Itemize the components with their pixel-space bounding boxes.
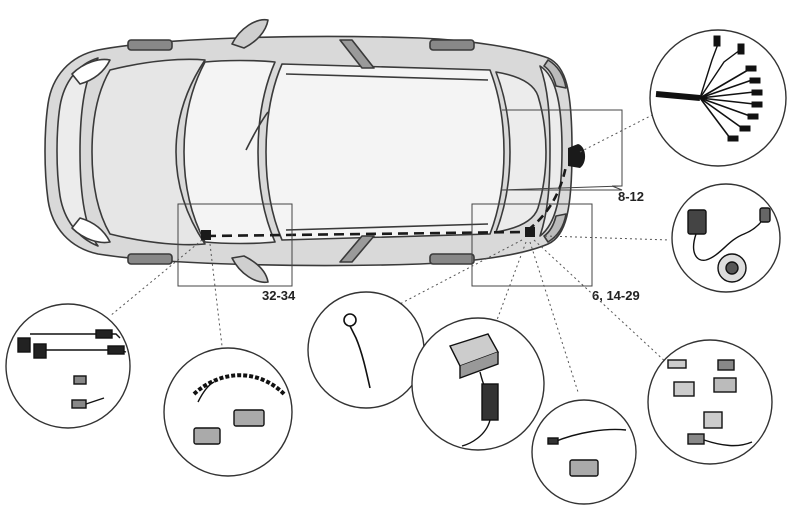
b-pillar-top (339, 39, 375, 69)
label-rear-harness: 8-12 (618, 189, 644, 204)
detail-circle-single-clip (531, 399, 637, 505)
control-module-icon (449, 333, 500, 447)
leader-relay (544, 235, 671, 241)
roof-rail-bottom (285, 223, 489, 231)
roof-rail-top (285, 73, 489, 81)
taillight-top (543, 59, 567, 89)
connector-left-block (201, 230, 211, 240)
rear-window (495, 71, 547, 233)
frame-right-side (471, 203, 593, 287)
frame-left-side (177, 203, 293, 287)
ring-terminal-wire-icon (343, 313, 371, 389)
detail-circle-control-module (411, 317, 545, 451)
detail-circle-wire-clips (163, 347, 293, 477)
frame-rear-harness (501, 109, 623, 191)
mirror-left (231, 19, 269, 49)
wiring-harness-bundle-icon (655, 35, 763, 142)
wheel-front-bottom (127, 253, 173, 265)
b-pillar-bottom (339, 235, 375, 263)
label-right-side: 6, 14-29 (592, 288, 640, 303)
harness-rear-branch (527, 165, 568, 232)
single-clip-wire-icon (547, 428, 627, 477)
callout-frames (177, 109, 623, 287)
hood (91, 58, 206, 246)
wheel-rear-top (429, 39, 475, 51)
wheel-rear-bottom (429, 253, 475, 265)
tow-socket (568, 144, 586, 168)
headlight-bottom (71, 217, 111, 244)
car-top-view (44, 19, 573, 283)
leader-ring-terminal (395, 239, 523, 307)
mirror-right (231, 255, 269, 283)
wire-clips-icon (192, 373, 286, 445)
taillight-bottom (543, 213, 567, 243)
headlight-top (71, 58, 111, 85)
relay-buzzer-icon (687, 207, 771, 283)
detail-circle-connector-set (647, 339, 773, 465)
detail-circle-relay-buzzer (671, 183, 781, 293)
fuse-tap-adapter-icon (17, 329, 127, 409)
installed-harness (201, 144, 586, 240)
harness-run-dashed (205, 230, 523, 238)
leader-module (493, 241, 527, 329)
label-left-side: 32-34 (262, 288, 296, 303)
detail-circle-fuse-adapters (5, 303, 131, 429)
leader-lines (109, 107, 671, 393)
roof (265, 63, 505, 241)
wiper (245, 111, 269, 151)
leader-connectors (533, 239, 669, 365)
leader-wire-clips (209, 243, 223, 347)
wheel-front-top (127, 39, 173, 51)
detail-circle-ring-terminal (307, 291, 425, 409)
leader-clip (529, 241, 579, 393)
windshield (183, 59, 276, 245)
detail-circle-harness-bundle (649, 29, 787, 167)
connector-right-block (525, 227, 535, 237)
connector-set-icon (667, 359, 753, 447)
